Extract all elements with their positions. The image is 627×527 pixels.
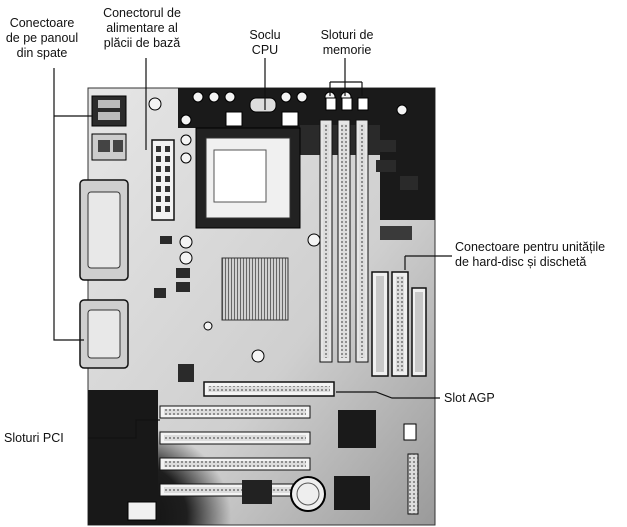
label-pci-slots: Sloturi PCI xyxy=(4,431,64,446)
agp-slot xyxy=(203,381,335,397)
label-power-connector: Conectorul de alimentare al plăcii de ba… xyxy=(92,6,192,51)
label-line: de pe panoul xyxy=(5,31,79,45)
memory-slots xyxy=(319,97,369,363)
cpu-socket xyxy=(195,97,301,229)
capacitors xyxy=(148,91,408,363)
label-line: Soclu xyxy=(249,28,281,42)
label-line: de hard-disc și dischetă xyxy=(455,255,587,269)
label-line: Conectoare pentru unitățile xyxy=(455,240,606,254)
label-line: alimentare al xyxy=(106,21,178,35)
label-cpu-socket: Soclu CPU xyxy=(235,28,295,58)
chipset xyxy=(221,257,289,321)
label-line: Slot AGP xyxy=(444,391,495,405)
rear-panel-connectors xyxy=(79,95,129,369)
label-line: Sloturi PCI xyxy=(4,431,64,445)
label-agp-slot: Slot AGP xyxy=(444,391,495,406)
label-line: Conectoare xyxy=(9,16,75,30)
leader-lines xyxy=(53,58,452,439)
label-memory-slots: Sloturi de memorie xyxy=(310,28,384,58)
small-components xyxy=(154,140,418,382)
label-line: din spate xyxy=(16,46,68,60)
label-line: Sloturi de xyxy=(320,28,374,42)
label-line: plăcii de bază xyxy=(103,36,181,50)
drive-connectors xyxy=(371,271,427,377)
power-connector xyxy=(151,139,175,221)
label-line: CPU xyxy=(251,43,279,57)
board-chips xyxy=(127,410,419,521)
label-drive-connectors: Conectoare pentru unitățile de hard-disc… xyxy=(455,240,625,270)
label-line: memorie xyxy=(322,43,372,57)
label-line: Conectorul de xyxy=(103,6,181,20)
label-rear-panel: Conectoare de pe panoul din spate xyxy=(2,16,82,61)
